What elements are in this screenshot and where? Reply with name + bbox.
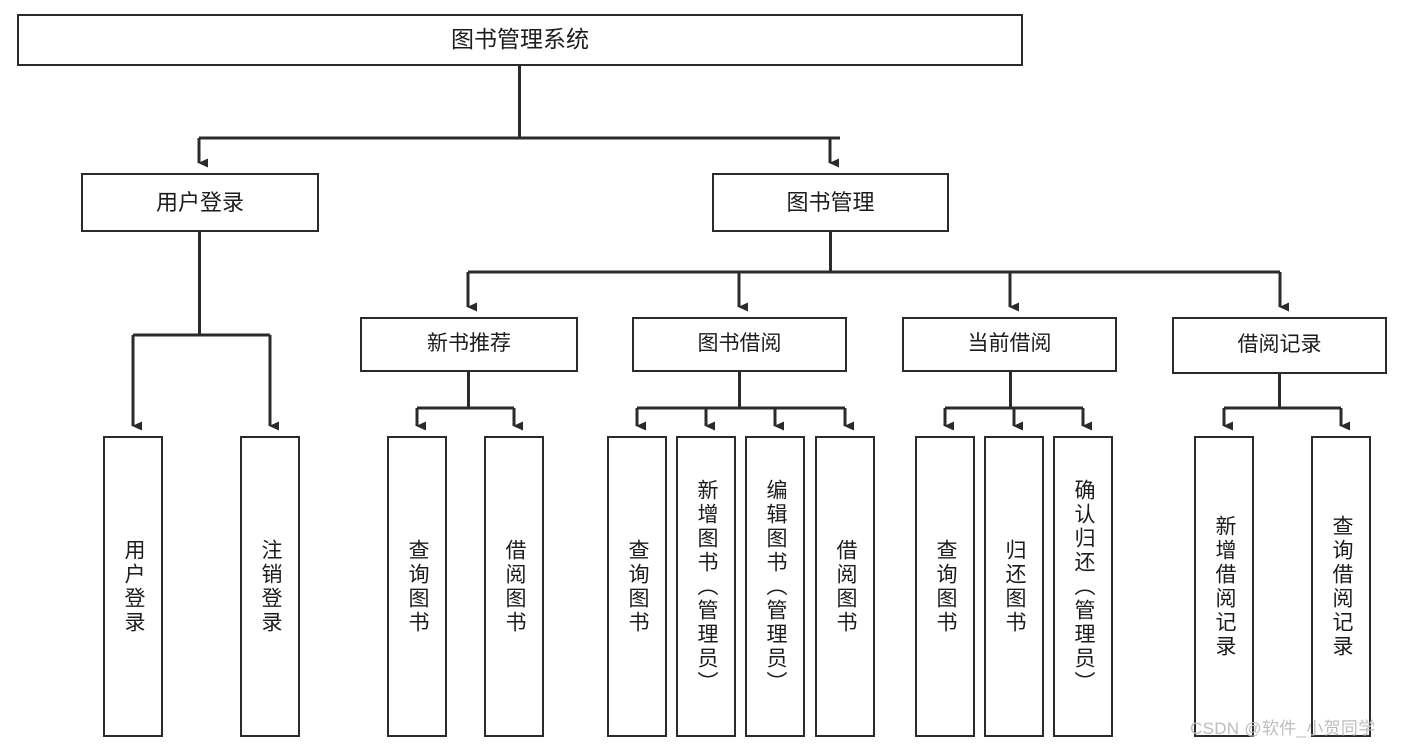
node-new-book-rec-label: 新书推荐 bbox=[427, 332, 511, 356]
node-current-borrow[interactable]: 当前借阅 bbox=[902, 317, 1117, 372]
leaf-return-book-label: 归还图书 bbox=[1003, 538, 1027, 635]
leaf-confirm-return[interactable]: 确认归还（管理员） bbox=[1053, 436, 1113, 737]
node-root-label: 图书管理系统 bbox=[451, 26, 589, 53]
node-book-manage[interactable]: 图书管理 bbox=[712, 173, 949, 232]
node-borrow-record[interactable]: 借阅记录 bbox=[1172, 317, 1387, 374]
leaf-confirm-return-label: 确认归还（管理员） bbox=[1072, 478, 1096, 695]
leaf-query-book-2-label: 查询图书 bbox=[626, 538, 650, 635]
leaf-edit-book[interactable]: 编辑图书（管理员） bbox=[745, 436, 805, 737]
leaf-borrow-book-2-label: 借阅图书 bbox=[834, 538, 858, 635]
leaf-query-book-1[interactable]: 查询图书 bbox=[387, 436, 447, 737]
leaf-edit-book-label: 编辑图书（管理员） bbox=[764, 478, 788, 695]
leaf-user-login[interactable]: 用户登录 bbox=[103, 436, 163, 737]
leaf-query-book-1-label: 查询图书 bbox=[406, 538, 430, 635]
node-book-borrow[interactable]: 图书借阅 bbox=[632, 317, 847, 372]
leaf-query-book-3[interactable]: 查询图书 bbox=[915, 436, 975, 737]
node-new-book-rec[interactable]: 新书推荐 bbox=[360, 317, 578, 372]
leaf-query-record[interactable]: 查询借阅记录 bbox=[1311, 436, 1371, 737]
leaf-add-book[interactable]: 新增图书（管理员） bbox=[676, 436, 736, 737]
leaf-query-record-label: 查询借阅记录 bbox=[1330, 514, 1354, 659]
leaf-borrow-book-1[interactable]: 借阅图书 bbox=[484, 436, 544, 737]
leaf-return-book[interactable]: 归还图书 bbox=[984, 436, 1044, 737]
leaf-borrow-book-2[interactable]: 借阅图书 bbox=[815, 436, 875, 737]
leaf-add-book-label: 新增图书（管理员） bbox=[695, 478, 719, 695]
node-book-manage-label: 图书管理 bbox=[786, 189, 875, 215]
node-book-borrow-label: 图书借阅 bbox=[697, 332, 782, 356]
node-user-login-label: 用户登录 bbox=[155, 189, 244, 215]
leaf-add-record[interactable]: 新增借阅记录 bbox=[1194, 436, 1254, 737]
leaf-logout-login-label: 注销登录 bbox=[259, 538, 283, 635]
leaf-logout-login[interactable]: 注销登录 bbox=[240, 436, 300, 737]
node-borrow-record-label: 借阅记录 bbox=[1237, 333, 1322, 357]
node-current-borrow-label: 当前借阅 bbox=[967, 332, 1052, 356]
node-root[interactable]: 图书管理系统 bbox=[17, 14, 1023, 66]
leaf-query-book-2[interactable]: 查询图书 bbox=[607, 436, 667, 737]
watermark: CSDN @软件_小贺同学 bbox=[1190, 719, 1376, 738]
leaf-query-book-3-label: 查询图书 bbox=[934, 538, 958, 635]
leaf-add-record-label: 新增借阅记录 bbox=[1213, 514, 1237, 659]
leaf-user-login-label: 用户登录 bbox=[122, 538, 146, 635]
node-user-login[interactable]: 用户登录 bbox=[81, 173, 319, 232]
leaf-borrow-book-1-label: 借阅图书 bbox=[503, 538, 527, 635]
